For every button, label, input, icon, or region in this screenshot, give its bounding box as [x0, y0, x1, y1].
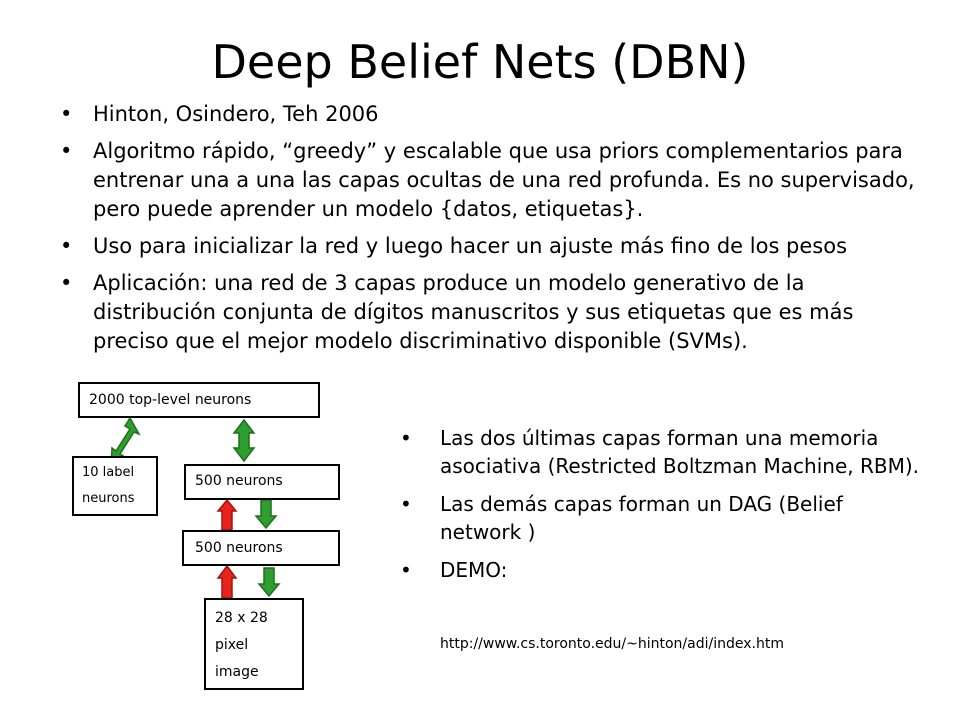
down-arrow-hidden1-to-image [257, 567, 281, 598]
right-bullet-list: Las dos últimas capas forman una memoria… [400, 424, 920, 594]
bullet-application: Aplicación: una red de 3 capas produce u… [60, 269, 920, 356]
bullet-rbm: Las dos últimas capas forman una memoria… [400, 424, 920, 480]
main-bullet-list: Hinton, Osindero, Teh 2006 Algoritmo ráp… [60, 100, 920, 364]
hidden-layer-1-label: 500 neurons [195, 540, 283, 556]
label-neurons-line2: neurons [82, 491, 135, 506]
bullet-usage: Uso para inicializar la red y luego hace… [60, 232, 920, 261]
top-level-neurons-box: 2000 top-level neurons [78, 382, 320, 418]
up-arrow-image-to-hidden1 [216, 564, 238, 599]
label-neurons-box: 10 label neurons [72, 456, 158, 516]
hidden-layer-2-box: 500 neurons [184, 464, 340, 500]
bullet-authors: Hinton, Osindero, Teh 2006 [60, 100, 920, 129]
pixel-image-line1: 28 x 28 [215, 610, 268, 626]
pixel-image-box: 28 x 28 pixel image [204, 598, 304, 690]
top-level-neurons-label: 2000 top-level neurons [89, 392, 252, 408]
pixel-image-line3: image [215, 664, 259, 680]
label-neurons-line1: 10 label [82, 465, 135, 480]
hidden-layer-1-box: 500 neurons [182, 530, 340, 566]
bullet-dag: Las demás capas forman un DAG (Belief ne… [400, 490, 920, 546]
bullet-demo: DEMO: [400, 556, 920, 584]
hidden2-to-top-arrow [232, 418, 256, 463]
down-arrow-hidden2-to-hidden1 [254, 499, 278, 530]
slide-title: Deep Belief Nets (DBN) [211, 35, 749, 89]
pixel-image-line2: pixel [215, 637, 249, 653]
hidden-layer-2-label: 500 neurons [195, 473, 283, 489]
demo-url[interactable]: http://www.cs.toronto.edu/~hinton/adi/in… [440, 636, 784, 652]
bullet-algorithm: Algoritmo rápido, “greedy” y escalable q… [60, 137, 920, 224]
up-arrow-hidden1-to-hidden2 [216, 498, 238, 531]
